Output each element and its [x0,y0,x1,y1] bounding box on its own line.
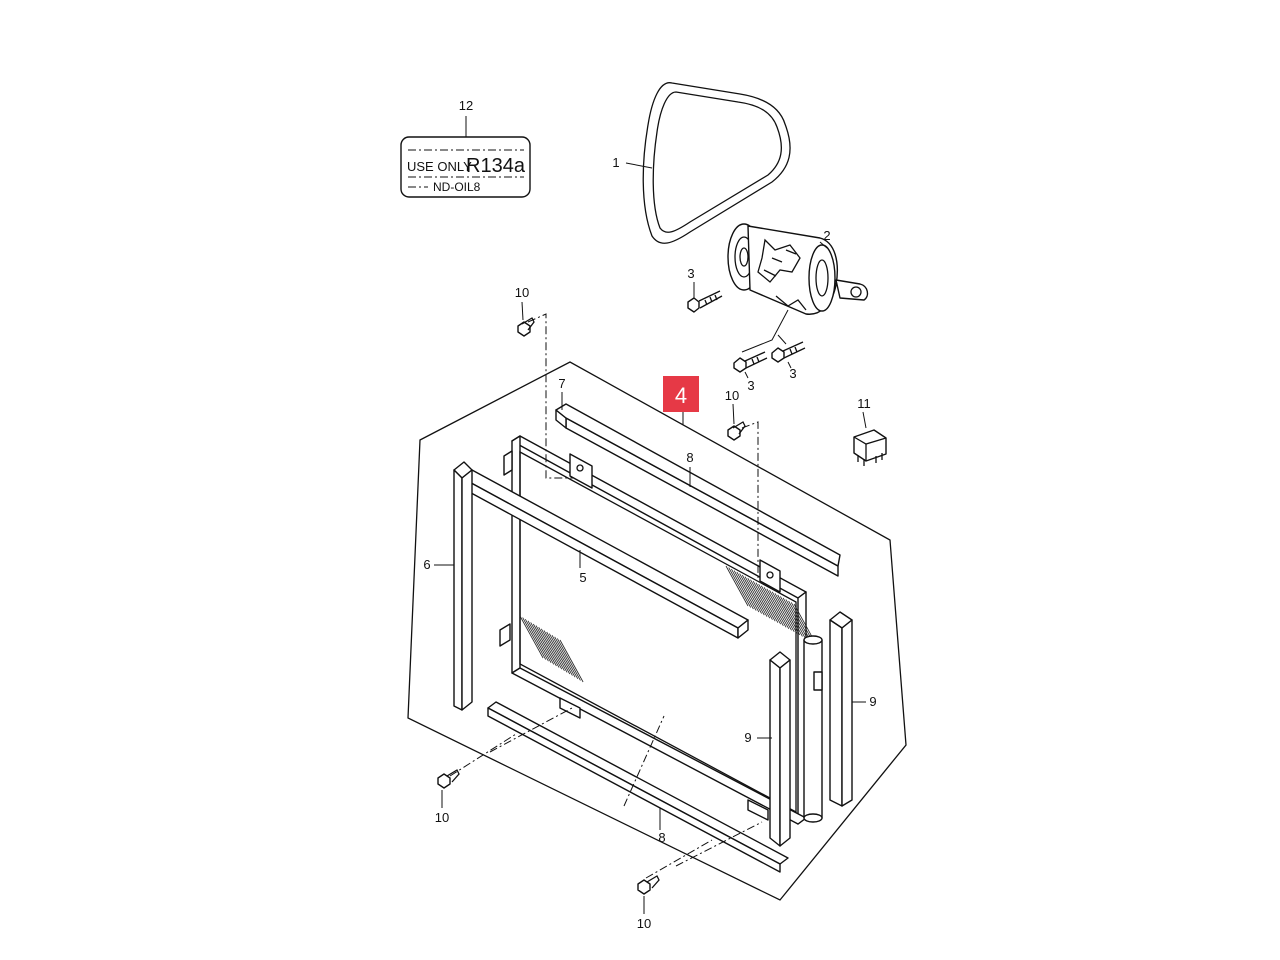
callout-3-b: 3 [747,378,754,393]
callout-12: 12 [459,98,473,113]
callout-11: 11 [857,396,871,411]
bolt-icon[interactable] [733,351,768,373]
refrigerant-label-icon[interactable]: USE ONLY R134a ND-OIL8 [400,136,531,198]
callout-6: 6 [423,557,430,572]
label-refrigerant: R134a [466,155,526,177]
bolt-icon[interactable] [771,341,806,363]
callout-10-a: 10 [515,285,529,300]
callout-10-d: 10 [637,916,651,931]
callout-3-a: 3 [687,266,694,281]
seal-right-rear[interactable] [829,611,853,807]
condenser-icon[interactable] [499,435,817,825]
callout-9-b: 9 [869,694,876,709]
highlight-badge-4[interactable]: 4 [663,376,699,412]
bolt-icon[interactable] [687,290,723,313]
callout-2: 2 [823,228,830,243]
highlight-number: 4 [675,383,687,408]
callout-8-a: 8 [686,450,693,465]
assembly-outline [407,361,907,901]
seal-left[interactable] [453,461,473,711]
callout-9-a: 9 [744,730,751,745]
center-lines [449,313,763,879]
callout-5: 5 [579,570,586,585]
callout-1: 1 [612,155,619,170]
bolt-icon[interactable] [637,875,660,895]
bolt-icon[interactable] [437,769,460,789]
callout-7: 7 [558,376,565,391]
drive-belt-icon[interactable] [642,82,791,244]
callout-10-c: 10 [435,810,449,825]
relay-icon[interactable] [853,429,887,466]
seal-strip-top[interactable] [555,403,841,577]
callout-3-c: 3 [789,366,796,381]
receiver-drier[interactable] [803,635,823,823]
bolt-icon[interactable] [517,317,535,337]
label-oil: ND-OIL8 [433,180,481,194]
bolt-icon[interactable] [727,421,746,441]
seal-right-front[interactable] [769,651,791,847]
callout-10-b: 10 [725,388,739,403]
seal-bottom[interactable] [487,701,789,873]
callout-8-b: 8 [658,830,665,845]
ac-compressor-icon[interactable] [727,223,869,315]
label-use-only: USE ONLY [407,159,472,174]
